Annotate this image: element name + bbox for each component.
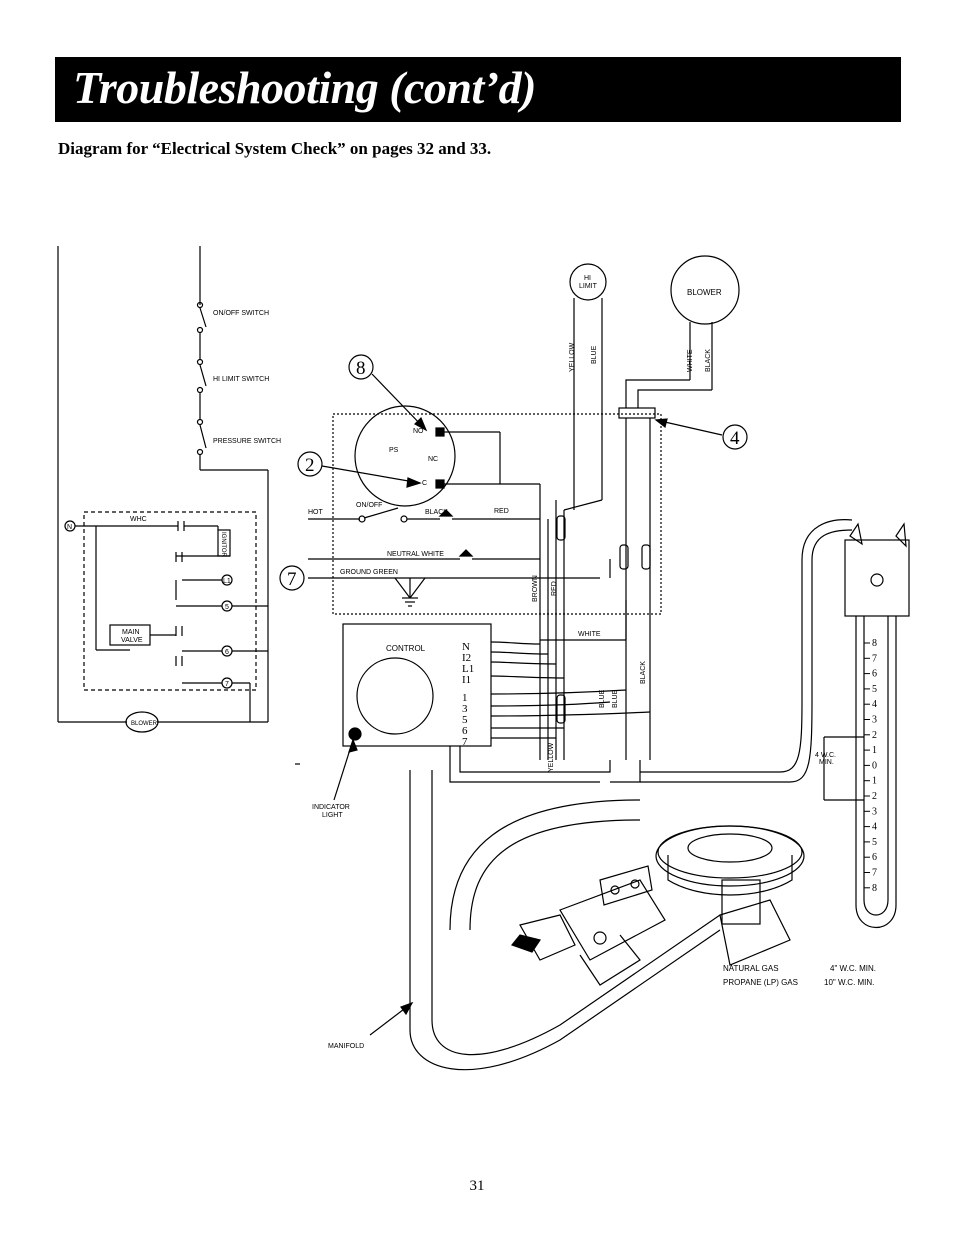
min-label-1: 4 W.C. <box>815 752 836 759</box>
terminal-6-label: 6 <box>225 649 229 656</box>
blue-wire-label-b: BLUE <box>612 689 619 708</box>
scale-label: 1 <box>872 745 877 756</box>
white-wire-label: WHITE <box>687 349 694 372</box>
control-terminal-i2: I2 <box>462 652 471 664</box>
main-wiring <box>308 255 853 1071</box>
page-number: 31 <box>469 1178 485 1194</box>
red-lead-label: RED <box>494 508 509 515</box>
callout-2: 2 <box>305 455 315 476</box>
scale-label: 8 <box>872 638 877 649</box>
white-lead-label: WHITE <box>578 631 601 638</box>
title-banner: Troubleshooting (cont’d) <box>55 57 901 122</box>
hi-limit-switch-label: HI LIMIT SWITCH <box>213 376 269 383</box>
natural-gas-value: 4" W.C. MIN. <box>830 964 876 973</box>
ps-label: PS <box>389 447 399 454</box>
ps-no-label: NO <box>413 428 424 435</box>
propane-value: 10" W.C. MIN. <box>824 978 874 987</box>
blue-wire-label: BLUE <box>591 345 598 364</box>
manometer-scale: 8 7 6 5 4 3 2 1 0 1 2 3 4 5 6 7 8 <box>864 638 877 894</box>
control-terminal-1: 1 <box>462 692 468 704</box>
diagram-subtitle: Diagram for “Electrical System Check” on… <box>58 139 492 158</box>
scale-label: 3 <box>872 715 877 726</box>
yellow-wire-label-lower: YELLOW <box>548 742 555 772</box>
scale-label: 7 <box>872 868 877 879</box>
callout-7: 7 <box>287 569 297 590</box>
hi-limit-label-1: HI <box>584 275 591 282</box>
ladder-diagram <box>57 246 300 765</box>
scale-label: 8 <box>872 883 877 894</box>
blue-wire-label-a: BLUE <box>599 689 606 708</box>
neutral-white-label: NEUTRAL WHITE <box>387 551 444 558</box>
terminal-7-label: 7 <box>225 681 229 688</box>
yellow-wire-label: YELLOW <box>569 342 576 372</box>
propane-label: PROPANE (LP) GAS <box>723 978 798 987</box>
control-terminal-n: N <box>462 641 470 653</box>
main-valve-label-1: MAIN <box>122 629 140 636</box>
black-wire-label: BLACK <box>705 349 712 372</box>
control-terminal-7: 7 <box>462 736 468 748</box>
manifold-label: MANIFOLD <box>328 1043 364 1050</box>
neutral-terminal-label: N <box>67 524 72 531</box>
scale-label: 4 <box>872 822 877 833</box>
hi-limit-label-2: LIMIT <box>579 283 598 290</box>
blower-label: BLOWER <box>687 288 722 297</box>
control-label: CONTROL <box>386 644 426 653</box>
scale-label: 2 <box>872 730 877 741</box>
whc-label: WHC <box>130 516 147 523</box>
scale-label: 0 <box>872 760 877 771</box>
control-terminal-6: 6 <box>462 725 468 737</box>
pressure-switch-label: PRESSURE SWITCH <box>213 438 281 445</box>
scale-label: 5 <box>872 837 877 848</box>
black-wire-label-lower: BLACK <box>640 661 647 684</box>
scale-label: 6 <box>872 852 877 863</box>
scale-label: 5 <box>872 684 877 695</box>
ps-nc-label: NC <box>428 456 438 463</box>
scale-label: 3 <box>872 806 877 817</box>
scale-label: 7 <box>872 653 877 664</box>
black-lead-label: BLACK <box>425 509 448 516</box>
control-terminal-l1: L1 <box>462 663 474 675</box>
indicator-light-label-2: LIGHT <box>322 812 343 819</box>
l1-terminal-label: L1 <box>223 578 231 585</box>
terminal-5-label: 5 <box>225 604 229 611</box>
scale-label: 2 <box>872 791 877 802</box>
control-terminal-i1: I1 <box>462 674 471 686</box>
indicator-light-label-1: INDICATOR <box>312 804 350 811</box>
natural-gas-label: NATURAL GAS <box>723 964 779 973</box>
scale-label: 4 <box>872 699 877 710</box>
callout-8: 8 <box>356 358 366 379</box>
callout-markers <box>279 354 748 591</box>
control-terminal-3: 3 <box>462 703 468 715</box>
brown-wire-label: BROWN <box>532 575 539 602</box>
scale-label: 6 <box>872 669 877 680</box>
min-label-2: MIN. <box>819 759 834 766</box>
on-off-switch-label: ON/OFF SWITCH <box>213 310 269 317</box>
hot-label: HOT <box>308 509 324 516</box>
ground-green-label: GROUND GREEN <box>340 569 398 576</box>
manometer <box>823 522 910 929</box>
control-terminal-5: 5 <box>462 714 468 726</box>
on-off-label: ON/OFF <box>356 502 382 509</box>
ignitor-label: IGNITOR <box>220 532 226 558</box>
red-wire-label: RED <box>551 581 558 596</box>
ps-c-label: C <box>422 480 427 487</box>
scale-label: 1 <box>872 776 877 787</box>
main-valve-label-2: VALVE <box>121 637 143 644</box>
page-title: Troubleshooting (cont’d) <box>73 62 536 113</box>
ladder-blower-label: BLOWER <box>131 721 158 727</box>
callout-4: 4 <box>730 428 740 449</box>
